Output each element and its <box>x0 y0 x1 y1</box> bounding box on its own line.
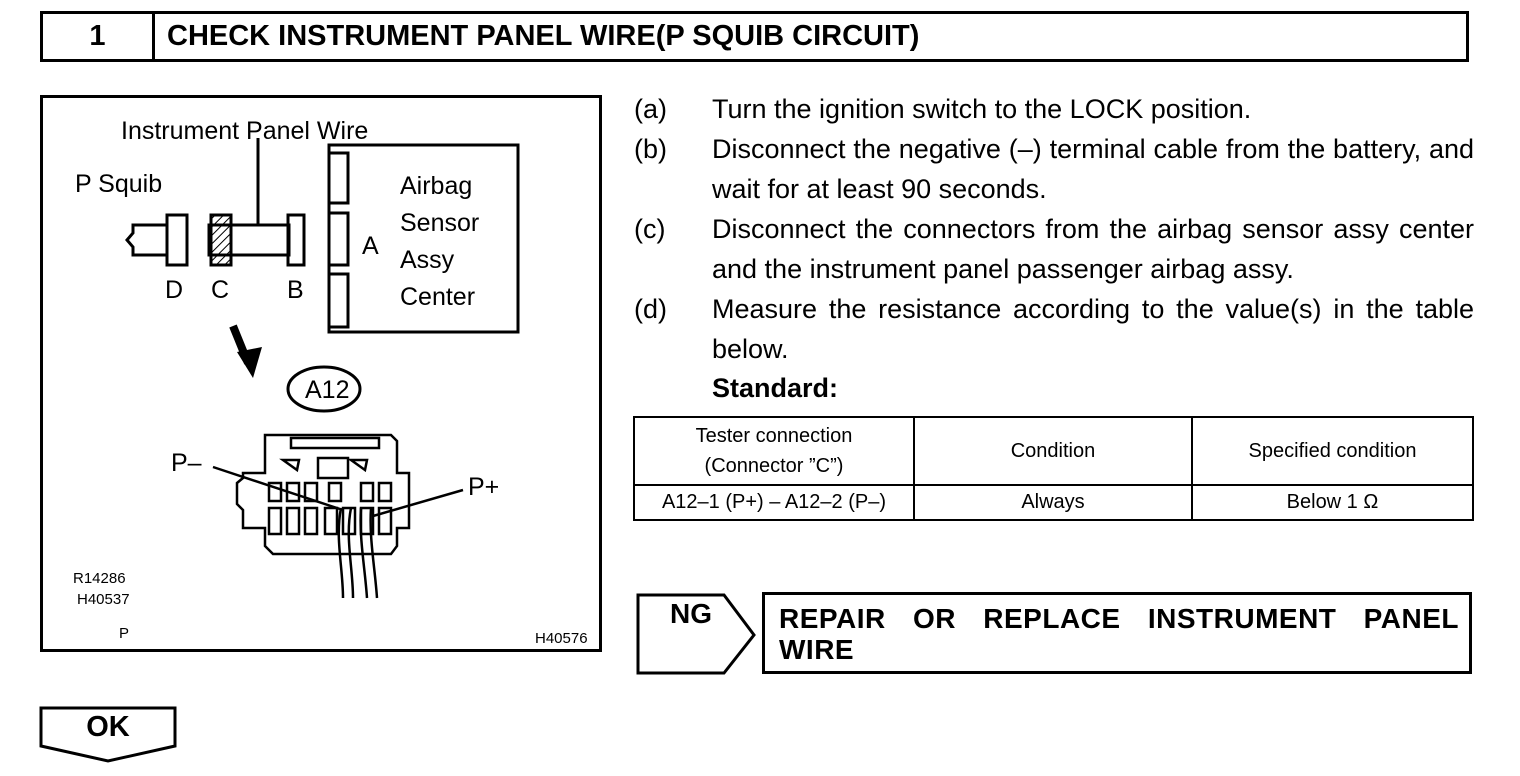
sensor-connector-2 <box>327 211 350 267</box>
resistance-spec-table: Tester connection (Connector ”C”) Condit… <box>633 416 1474 521</box>
step-c-text: Disconnect the connectors from the airba… <box>712 214 1474 284</box>
step-b-label: (b) <box>634 134 667 164</box>
ok-label: OK <box>86 711 130 743</box>
connector-face-drawing <box>235 433 411 599</box>
step-title: CHECK INSTRUMENT PANEL WIRE(P SQUIB CIRC… <box>167 20 920 52</box>
sensor-label-line-1: Airbag <box>400 172 472 200</box>
step-a-label: (a) <box>634 94 667 124</box>
header-tester-line-1: Tester connection <box>695 425 853 447</box>
figure-code: H40576 <box>535 630 588 647</box>
ok-arrow-box <box>39 706 177 763</box>
wiring-figure: Instrument Panel Wire P Squib Airbag Sen… <box>40 95 602 652</box>
connector-a-label: A <box>362 232 379 260</box>
connector-d-label: D <box>165 276 183 304</box>
step-b-text: Disconnect the negative (–) terminal cab… <box>712 134 1474 204</box>
connector-code-oval <box>286 365 362 413</box>
cell-tester-connection: A12–1 (P+) – A12–2 (P–) <box>633 484 915 521</box>
ng-action-text: REPAIR OR REPLACE INSTRUMENT PANEL WIRE <box>779 603 1459 665</box>
ref-p-label: P <box>119 625 129 642</box>
step-c-label: (c) <box>634 214 666 244</box>
down-arrow-icon <box>237 347 262 378</box>
standard-label: Standard: <box>712 373 839 403</box>
connector-c-shape <box>209 213 233 267</box>
terminal-p-plus-label: P+ <box>468 473 499 501</box>
p-squib-plug <box>125 223 167 257</box>
step-d-text: Measure the resistance according to the … <box>712 294 1474 364</box>
header-tester-connection: Tester connection (Connector ”C”) <box>633 416 915 486</box>
sensor-connector-1 <box>327 151 350 205</box>
sensor-label-line-4: Center <box>400 283 475 311</box>
header-tester-line-2: (Connector ”C”) <box>704 455 844 477</box>
cell-condition: Always <box>913 484 1193 521</box>
table-row: A12–1 (P+) – A12–2 (P–) Always Below 1 Ω <box>633 484 1474 521</box>
header-specified-condition: Specified condition <box>1191 416 1474 486</box>
step-b: (b) Disconnect the negative (–) terminal… <box>634 129 1474 209</box>
instrument-panel-wire-label: Instrument Panel Wire <box>121 117 368 145</box>
step-number: 1 <box>43 14 155 59</box>
ng-label: NG <box>670 598 712 629</box>
p-plus-leader <box>372 488 464 518</box>
sensor-connector-3 <box>327 272 350 329</box>
terminal-p-minus-label: P– <box>171 449 202 477</box>
connector-b-shape <box>286 213 306 267</box>
sensor-label-line-2: Sensor <box>400 209 479 237</box>
p-minus-leader <box>212 465 344 512</box>
step-d-label: (d) <box>634 294 667 324</box>
connector-b-label: B <box>287 276 304 304</box>
connector-code-label: A12 <box>305 376 349 404</box>
p-squib-label: P Squib <box>75 170 162 198</box>
step-header: 1 CHECK INSTRUMENT PANEL WIRE(P SQUIB CI… <box>40 11 1469 62</box>
connector-d-shape <box>165 213 189 267</box>
connector-c-label: C <box>211 276 229 304</box>
header-condition: Condition <box>913 416 1193 486</box>
connector-diagram: Instrument Panel Wire P Squib Airbag Sen… <box>73 117 588 647</box>
step-a-text: Turn the ignition switch to the LOCK pos… <box>712 94 1252 124</box>
table-header-row: Tester connection (Connector ”C”) Condit… <box>633 416 1474 486</box>
step-a: (a) Turn the ignition switch to the LOCK… <box>634 89 1474 129</box>
step-d: (d) Measure the resistance according to … <box>634 289 1474 369</box>
step-c: (c) Disconnect the connectors from the a… <box>634 209 1474 289</box>
sensor-label-line-3: Assy <box>400 246 455 274</box>
ng-arrow-box <box>636 593 756 675</box>
ref-code-2: H40537 <box>77 591 130 608</box>
cell-specified-condition: Below 1 Ω <box>1191 484 1474 521</box>
ref-code-1: R14286 <box>73 570 126 587</box>
ng-action-box: REPAIR OR REPLACE INSTRUMENT PANEL WIRE <box>762 592 1472 674</box>
